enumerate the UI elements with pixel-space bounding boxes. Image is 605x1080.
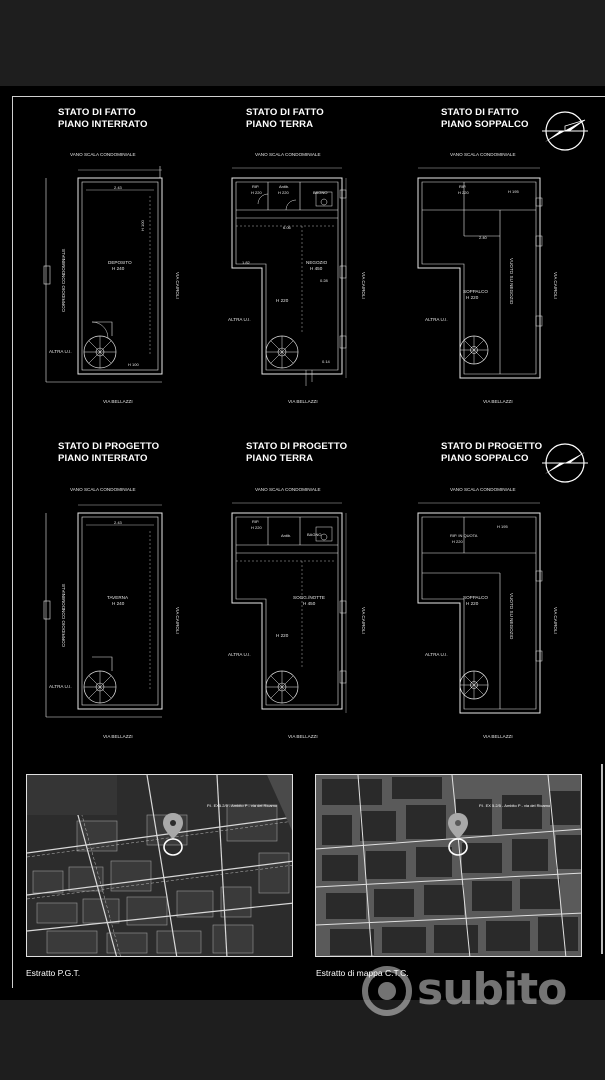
panel4-dim: 2.43	[114, 520, 122, 525]
ctc-pin-label: P.I. EX 5.2/5 - Ambito P - via del Ricam…	[479, 803, 551, 808]
panel1-other-label: ALTRA U.I.	[49, 349, 72, 354]
panel2-rip-height: H 220	[251, 190, 262, 195]
panel5-other-label: ALTRA U.I.	[228, 652, 251, 657]
bottom-bar	[0, 1000, 605, 1080]
panel1-dim: 2.43	[114, 185, 122, 190]
panel6-bottom-label: VIA BELLAZZI	[483, 734, 513, 739]
panel1-bottom-label: VIA BELLAZZI	[103, 399, 133, 404]
panel4-other-label: ALTRA U.I.	[49, 684, 72, 689]
panel6-room-height: H 220	[466, 601, 479, 606]
subito-logo-icon	[362, 966, 412, 1016]
sheet-frame	[12, 96, 605, 988]
panel2-bagno-label: BAGNO	[313, 190, 328, 195]
panel1-room-height: H 240	[112, 266, 125, 271]
panel6-rip-height: H 220	[452, 539, 463, 544]
north-arrow-icon-2	[542, 443, 588, 483]
panel5-room2-height: H 220	[276, 633, 289, 638]
subito-watermark: subito	[362, 962, 577, 1020]
panel4-top-label: VANO SCALA CONDOMINIALE	[70, 487, 136, 492]
panel3-top-label: VANO SCALA CONDOMINIALE	[450, 152, 516, 157]
panel3-h-label: H 195	[508, 189, 519, 194]
panel2-antib-height: H 220	[278, 190, 289, 195]
panel5-bagno-label: BAGNO	[307, 532, 322, 537]
panel5-top-label: VANO SCALA CONDOMINIALE	[255, 487, 321, 492]
panel2-other-label: ALTRA U.I.	[228, 317, 251, 322]
panel3-rip-label: RIP.	[459, 184, 467, 189]
panel4-room-name: TAVERNA	[107, 595, 129, 600]
panel3-rip-height: H 220	[458, 190, 469, 195]
panel4-bottom-label: VIA BELLAZZI	[103, 734, 133, 739]
panel2-dim-c: 0.28	[320, 278, 328, 283]
panel2-rip-label: RIP.	[252, 184, 260, 189]
map-pin-icon-2	[448, 813, 468, 856]
panel2-dim-d: 0.14	[322, 359, 330, 364]
map-pin-icon	[163, 813, 183, 856]
panel5-bottom-label: VIA BELLAZZI	[288, 734, 318, 739]
panel5-room-name: SOGG./NOTTE	[293, 595, 325, 600]
panel2-room-name: NEGOZIO	[306, 260, 328, 265]
panel5-rip-height: H 220	[251, 525, 262, 530]
panel2-bottom-label: VIA BELLAZZI	[288, 399, 318, 404]
panel2-dim-a: 6.06	[283, 225, 291, 230]
panel5-room-height: H 450	[303, 601, 316, 606]
panel3-bottom-label: VIA BELLAZZI	[483, 399, 513, 404]
top-bar	[0, 0, 605, 86]
panel6-top-label: VANO SCALA CONDOMINIALE	[450, 487, 516, 492]
watermark-text: subito	[417, 964, 567, 1015]
panel3-room-height: H 220	[466, 295, 479, 300]
panel5-rip-label: RIP.	[252, 519, 260, 524]
panel1-top-label: VANO SCALA CONDOMINIALE	[70, 152, 136, 157]
panel1-dim-b: H 100	[128, 362, 139, 367]
ctc-map-caption: Estratto di mappa C.T.C.	[316, 968, 409, 978]
pgt-pin-label: P.I. EX5.2/5 - Ambito P - via del Ricamo	[207, 803, 278, 808]
pgt-map-caption: Estratto P.G.T.	[26, 968, 81, 978]
panel4-room-height: H 240	[112, 601, 125, 606]
panel3-dim: 2.40	[479, 235, 487, 240]
next-map-edge	[601, 764, 603, 954]
panel2-top-label: VANO SCALA CONDOMINIALE	[255, 152, 321, 157]
panel1-room-name: DEPOSITO	[108, 260, 132, 265]
panel6-other-label: ALTRA U.I.	[425, 652, 448, 657]
panel6-room-name: SOPPALCO	[463, 595, 488, 600]
panel2-dim-b: 1.82	[242, 260, 250, 265]
panel2-room2-height: H 220	[276, 298, 289, 303]
panel2-room-height: H 450	[310, 266, 323, 271]
panel2-antib-label: Antib.	[279, 184, 290, 189]
panel3-room-name: SOPPALCO	[463, 289, 488, 294]
panel3-other-label: ALTRA U.I.	[425, 317, 448, 322]
panel5-antib-label: Antib.	[281, 533, 292, 538]
north-arrow-icon	[542, 111, 588, 151]
pgt-map: P.I. EX5.2/5 - Ambito P - via del Ricamo	[26, 774, 293, 957]
panel6-h-label: H 195	[497, 524, 508, 529]
floor-plans-drawing	[43, 166, 543, 718]
ctc-map: P.I. EX 5.2/5 - Ambito P - via del Ricam…	[315, 774, 582, 957]
